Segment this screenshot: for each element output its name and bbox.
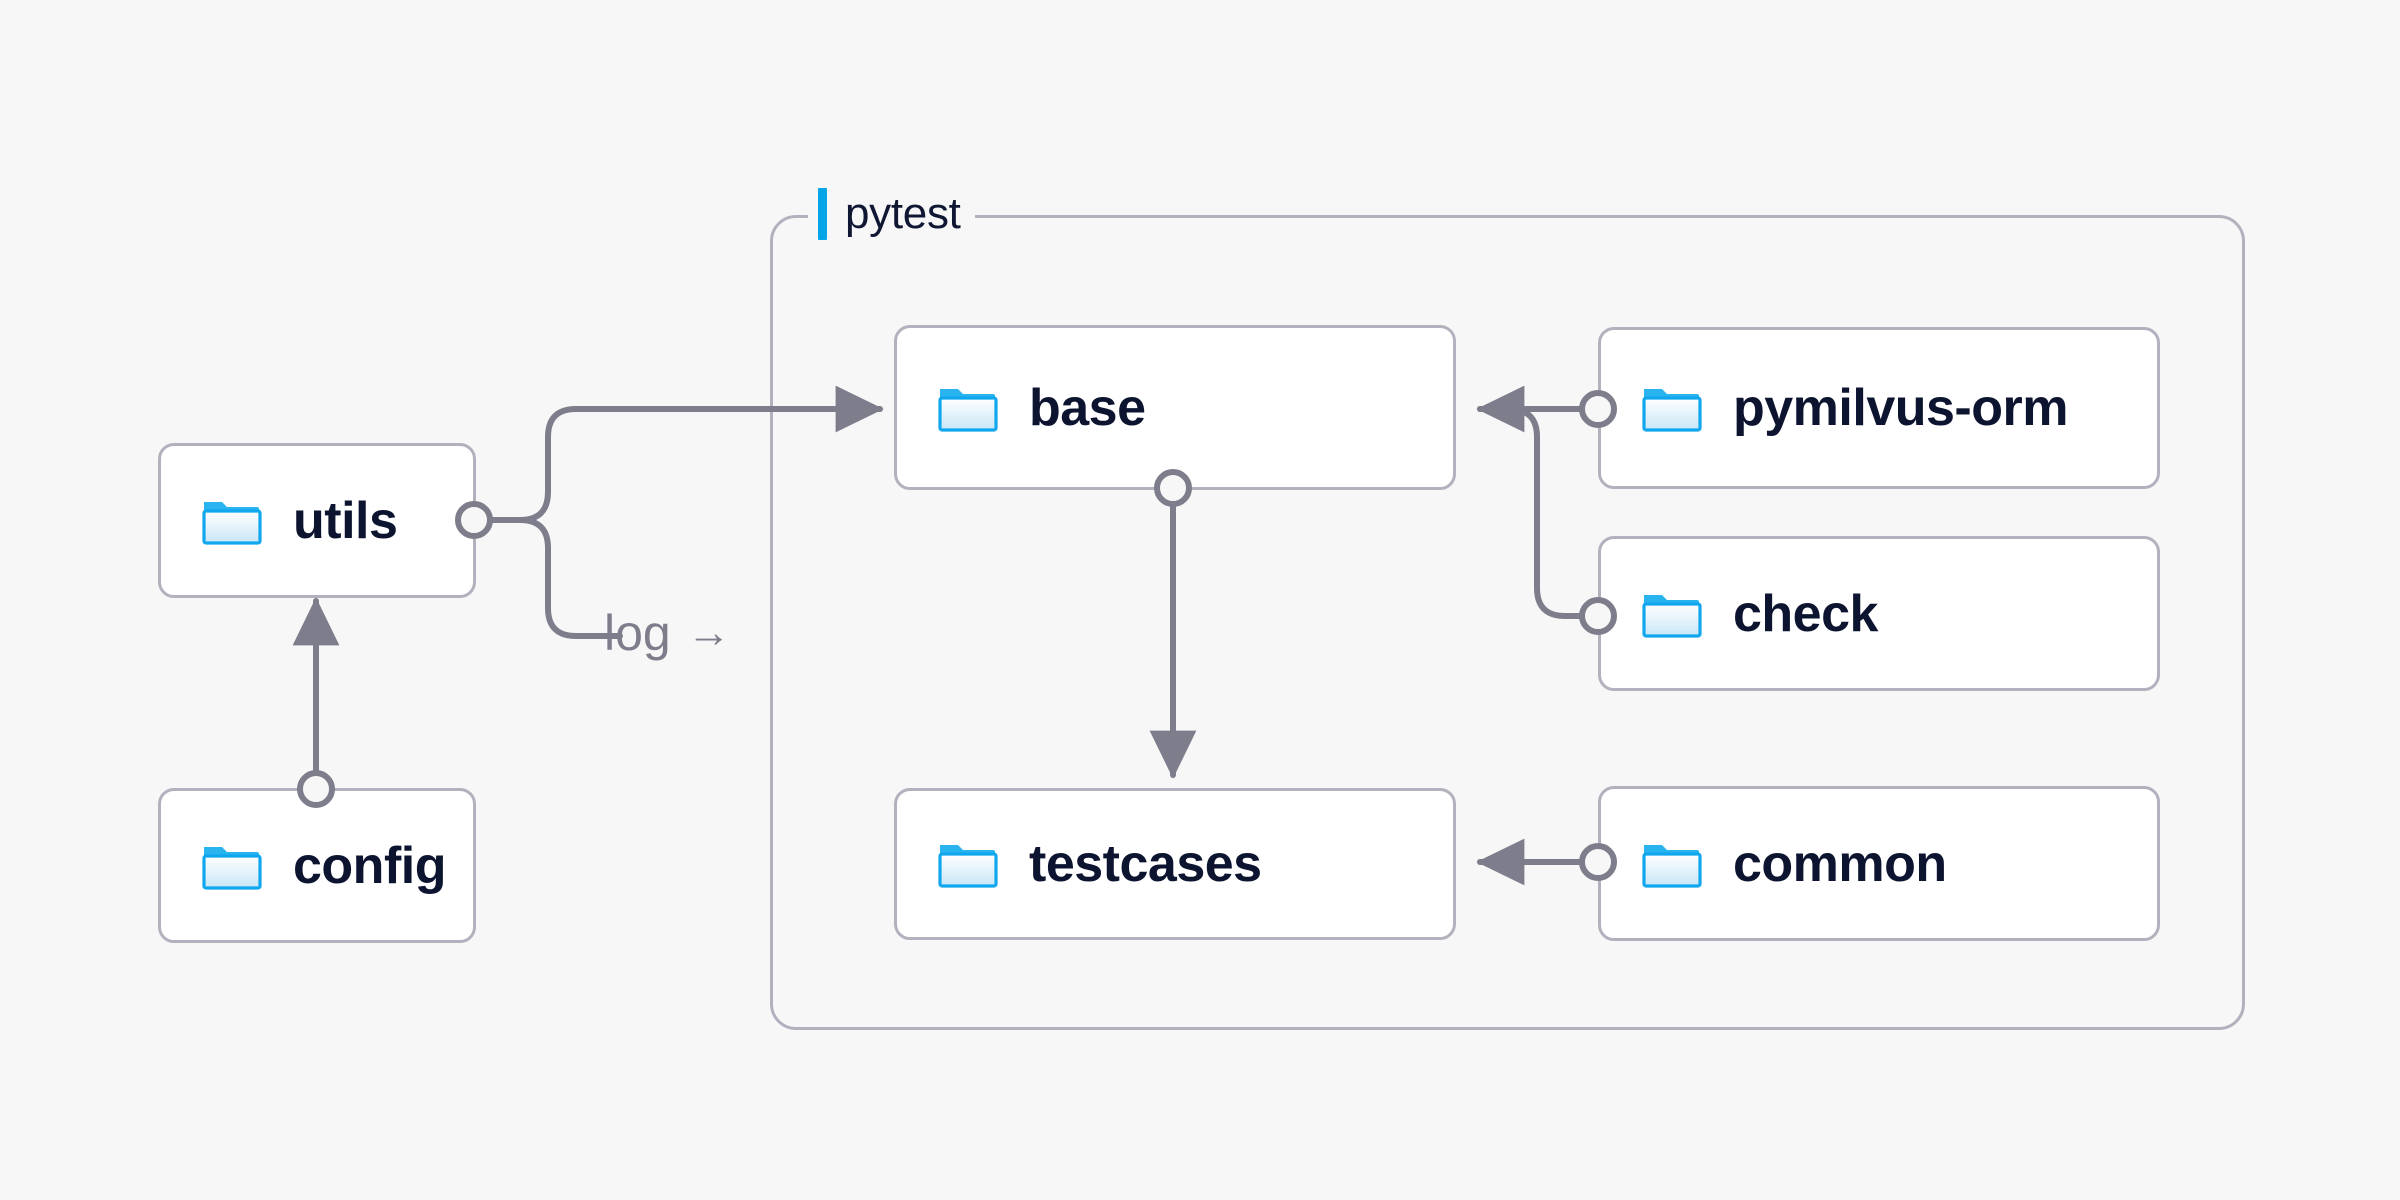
group-accent-bar-icon <box>818 188 827 240</box>
folder-icon <box>938 845 998 888</box>
folder-icon <box>202 501 262 545</box>
node-label-common: common <box>1733 834 1947 893</box>
node-label-base: base <box>1029 378 1146 437</box>
folder-icon <box>1642 389 1702 432</box>
node-label-pymilvus-orm: pymilvus-orm <box>1733 379 2068 437</box>
folder-icon <box>1642 594 1702 638</box>
node-label-check: check <box>1733 584 1878 643</box>
node-testcases[interactable]: testcases <box>894 788 1456 940</box>
folder-icon <box>938 388 998 432</box>
edge-label-log: log → <box>604 608 731 658</box>
node-base[interactable]: base <box>894 325 1456 490</box>
node-common[interactable]: common <box>1598 786 2160 941</box>
folder-icon <box>1642 844 1702 888</box>
node-pymilvus-orm[interactable]: pymilvus-orm <box>1598 327 2160 489</box>
node-check[interactable]: check <box>1598 536 2160 691</box>
node-label-testcases: testcases <box>1029 835 1262 893</box>
folder-icon <box>202 846 262 890</box>
group-label-text: pytest <box>845 189 961 238</box>
arrow-right-icon: → <box>686 608 731 657</box>
node-utils[interactable]: utils <box>158 443 476 598</box>
node-label-config: config <box>293 836 446 895</box>
edge-label-log-text: log <box>604 605 671 661</box>
group-container-pytest <box>770 215 2245 1030</box>
group-label-pytest: pytest <box>808 188 975 240</box>
node-label-utils: utils <box>293 491 398 550</box>
node-config[interactable]: config <box>158 788 476 943</box>
